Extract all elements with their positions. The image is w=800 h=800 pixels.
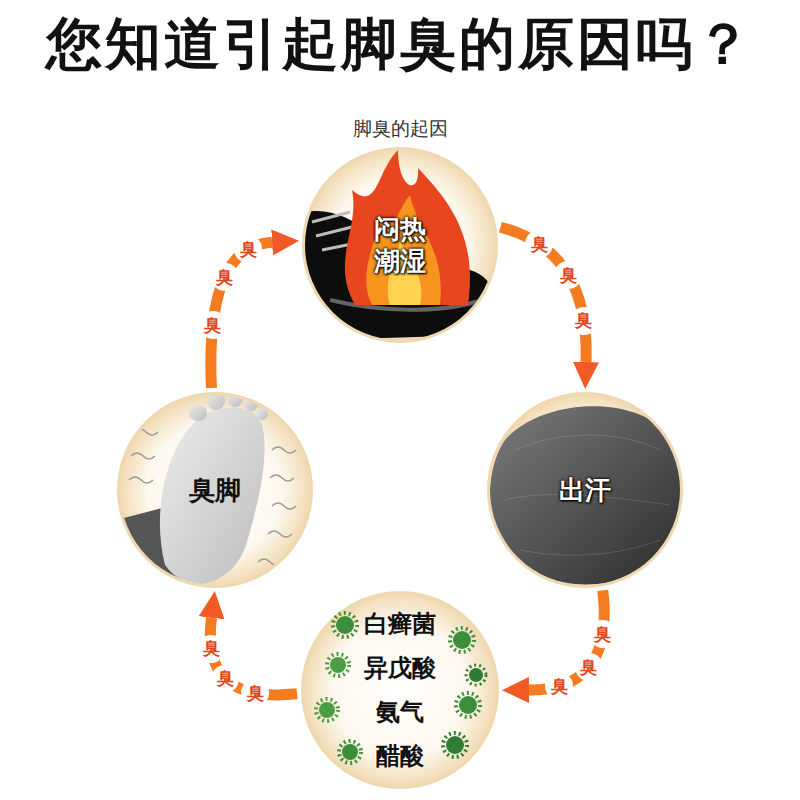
subtitle: 脚臭的起因 <box>353 117 448 139</box>
text-column: 白癣菌异戊酸氨气醋酸 <box>364 609 436 771</box>
germ-picture <box>342 744 358 760</box>
smell-mark: 臭 <box>580 659 597 676</box>
germ-picture <box>459 696 477 714</box>
smell-mark: 臭 <box>560 267 577 284</box>
sock-picture <box>490 406 684 584</box>
subtitle-holder: 脚臭的起因 <box>0 114 800 142</box>
flame-picture <box>345 150 470 305</box>
foot-picture <box>108 506 184 610</box>
smell-mark: 臭 <box>575 312 592 329</box>
germ-picture <box>327 654 349 676</box>
sock-picture <box>505 435 670 555</box>
smell-mark-holder: 臭 <box>575 653 603 681</box>
germ-picture <box>327 654 349 676</box>
circle-shape <box>117 392 313 588</box>
smell-mark-holder: 臭 <box>545 672 573 700</box>
cycle-arrow <box>500 227 586 362</box>
title-holder: 您知道引起脚臭的原因吗？ <box>0 6 800 82</box>
shoe-picture <box>312 212 362 250</box>
circle-shape <box>487 392 683 588</box>
smell-mark: 臭 <box>217 670 234 687</box>
germ-picture <box>450 628 474 652</box>
foot-picture <box>227 391 243 407</box>
node-text: 氨气 <box>376 697 424 727</box>
node-text: 臭脚 <box>189 474 241 507</box>
germ-picture <box>456 693 480 717</box>
germ-picture <box>330 657 346 673</box>
circle-outline <box>300 145 500 345</box>
smell-mark: 臭 <box>240 241 257 258</box>
foot-picture <box>244 397 258 411</box>
node-text: 闷热 潮湿 <box>368 213 433 278</box>
circle-shape <box>301 591 499 789</box>
smell-mark-holder: 臭 <box>234 235 262 263</box>
flame-picture <box>345 150 470 305</box>
text-column: 闷热 潮湿 <box>368 213 433 278</box>
germ-picture <box>316 699 338 721</box>
germ-picture <box>336 616 354 634</box>
smell-mark: 臭 <box>531 236 548 253</box>
cause-circle: 白癣菌异戊酸氨气醋酸 <box>299 589 501 791</box>
germ-picture <box>339 741 361 763</box>
shoe-picture <box>296 211 496 340</box>
shoe-picture <box>296 211 496 340</box>
foot-picture <box>129 389 296 565</box>
flame-picture <box>388 242 422 305</box>
cause-circle: 出汗 <box>485 390 685 590</box>
text-column: 臭脚 <box>189 474 241 507</box>
foot-picture <box>207 392 225 410</box>
smell-mark: 臭 <box>216 269 233 286</box>
flame-picture <box>366 195 441 305</box>
germ-picture <box>333 613 357 637</box>
smell-mark: 臭 <box>551 678 568 695</box>
circle-shape <box>302 147 498 343</box>
node-text: 异戊酸 <box>364 653 436 683</box>
shoe-picture <box>330 300 482 310</box>
node-text: 白癣菌 <box>364 609 436 639</box>
germ-picture <box>443 733 467 757</box>
germ-picture <box>453 631 471 649</box>
germ-picture <box>466 665 486 685</box>
germ-picture <box>333 613 357 637</box>
page-title: 您知道引起脚臭的原因吗？ <box>46 11 754 76</box>
germ-picture <box>466 665 486 685</box>
germ-picture <box>339 741 361 763</box>
smell-mark-holder: 臭 <box>211 263 239 291</box>
smell-mark-holder: 臭 <box>197 635 225 663</box>
germ-picture <box>446 736 464 754</box>
smell-mark: 臭 <box>204 317 221 334</box>
foot-picture <box>189 405 207 421</box>
node-text: 出汗 <box>559 474 611 507</box>
result-circle: 臭脚 <box>115 390 315 590</box>
germ-picture <box>316 699 338 721</box>
smell-mark: 臭 <box>247 685 264 702</box>
smell-mark-holder: 臭 <box>589 620 617 648</box>
smell-mark: 臭 <box>203 640 220 657</box>
foot-picture <box>256 408 268 420</box>
foot-picture <box>160 407 265 583</box>
smell-mark: 臭 <box>594 626 611 643</box>
sock-picture <box>490 406 684 584</box>
smell-mark-holder: 臭 <box>241 679 269 707</box>
node-text: 醋酸 <box>376 741 424 771</box>
germ-picture <box>450 628 474 652</box>
cause-circle: 闷热 潮湿 <box>300 145 500 345</box>
germ-picture <box>443 733 467 757</box>
germ-picture <box>469 668 483 682</box>
germ-picture <box>319 702 335 718</box>
foot-picture <box>108 389 296 610</box>
smell-mark-holder: 臭 <box>570 307 598 335</box>
smell-mark-holder: 臭 <box>199 311 227 339</box>
germ-picture <box>456 693 480 717</box>
text-column: 出汗 <box>559 474 611 507</box>
germ-picture <box>316 613 486 763</box>
